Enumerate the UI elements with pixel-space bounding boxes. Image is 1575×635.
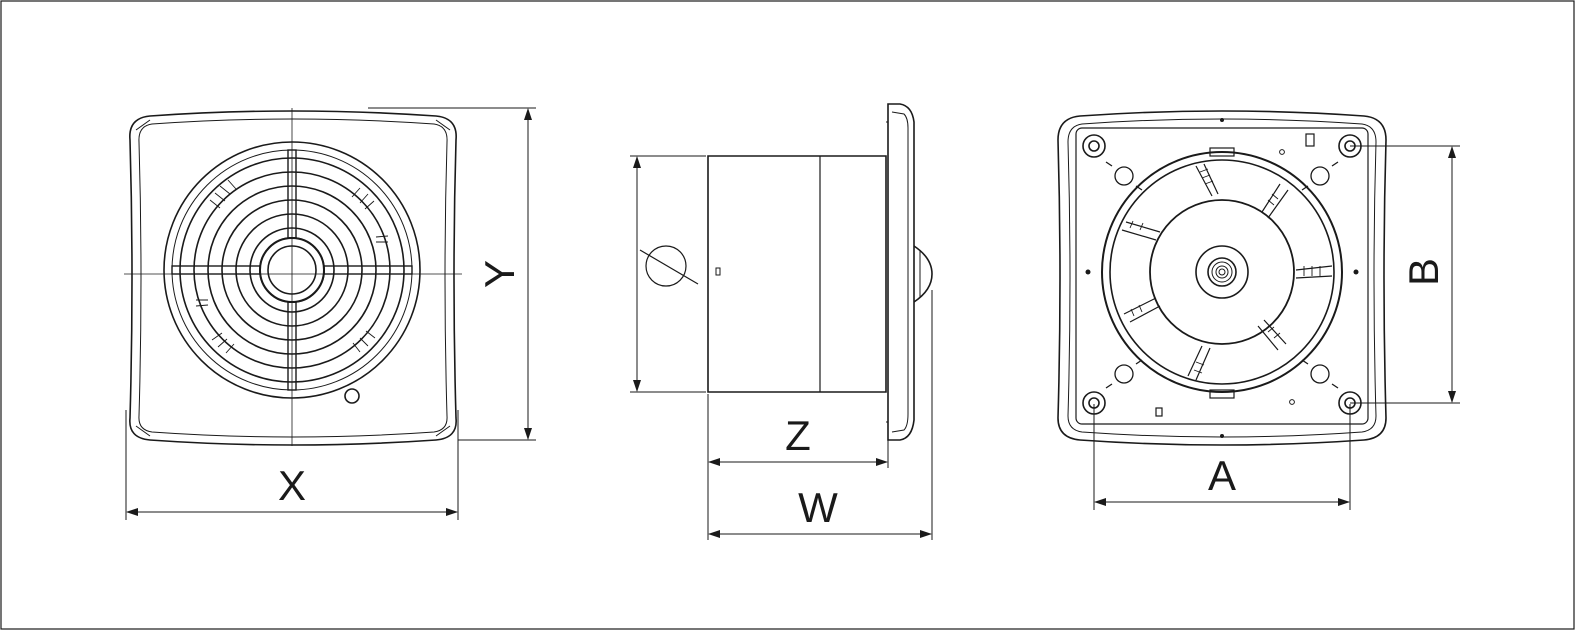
dimension-diameter: [630, 155, 706, 393]
duct-body: [707, 155, 887, 393]
label-a: A: [1208, 452, 1236, 499]
side-view: [707, 103, 933, 441]
motor-hub: [1195, 245, 1249, 299]
mounting-clips: [1105, 161, 1339, 389]
grille-bulge: [913, 245, 933, 303]
label-z: Z: [785, 412, 811, 459]
front-view: [129, 110, 457, 446]
dimension-z: [707, 394, 889, 540]
label-b: B: [1400, 258, 1447, 286]
indicator-light: [344, 388, 360, 404]
back-view-dots: [1085, 118, 1359, 438]
impeller-blades: [1121, 163, 1333, 381]
back-panel-outline: [1057, 110, 1387, 446]
label-y: Y: [476, 260, 523, 288]
label-w: W: [798, 484, 838, 531]
dimension-b: [1350, 145, 1460, 404]
front-plate-profile: [887, 103, 915, 441]
dimension-a: [1093, 404, 1351, 510]
motor-housing: [1149, 199, 1295, 345]
front-panel-outline: [129, 110, 457, 446]
front-center-lines: [124, 108, 462, 446]
back-frame: [1075, 127, 1369, 425]
grille-vane-hints: [195, 179, 389, 354]
impeller-housing: [1101, 151, 1343, 393]
dimension-w: [708, 290, 933, 540]
back-view: [1057, 110, 1387, 446]
dimension-x: [125, 410, 459, 520]
blade-hatching: [1129, 168, 1321, 374]
diameter-symbol: [639, 245, 699, 287]
front-panel-inner-outline: [138, 118, 448, 438]
label-x: X: [278, 462, 306, 509]
dimension-y: [368, 107, 536, 441]
